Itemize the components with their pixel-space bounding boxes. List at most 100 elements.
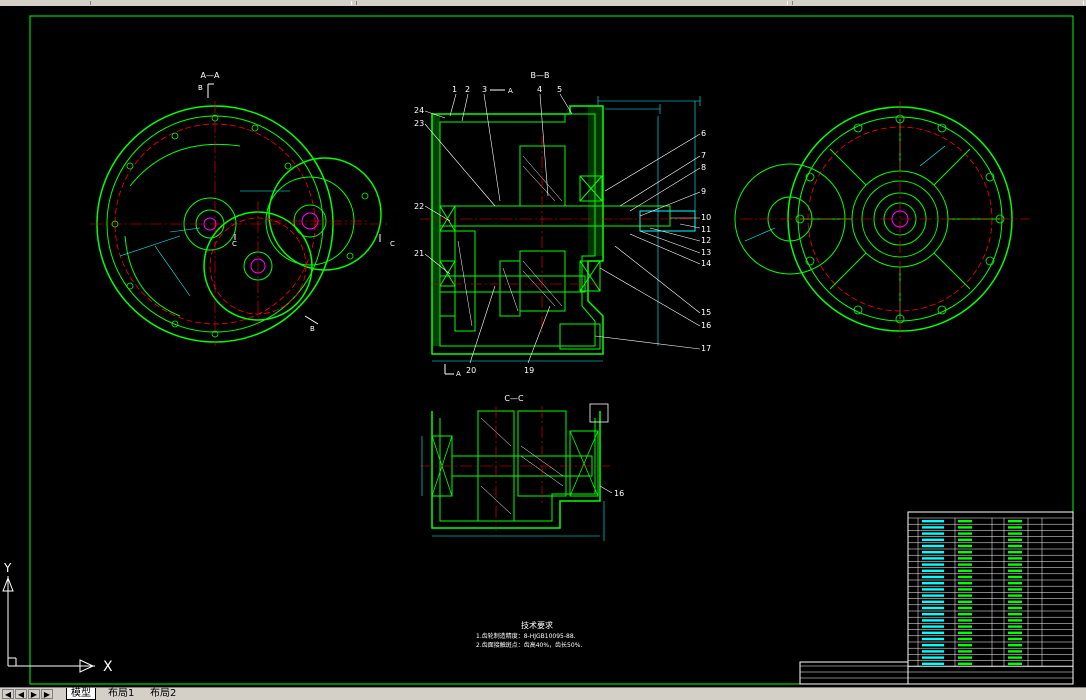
title-block-cell-text [1008, 625, 1022, 628]
title-block-cell-text [1008, 600, 1022, 603]
title-block-cell-text [1008, 532, 1022, 535]
svg-text:22: 22 [414, 202, 424, 211]
svg-text:11: 11 [701, 225, 711, 234]
title-block-cell-text [1008, 656, 1022, 659]
title-block-cell-text [958, 600, 972, 603]
title-block-cell-text [1008, 551, 1022, 554]
title-block-cell-text [1008, 644, 1022, 647]
ucs-x-label: X [103, 659, 113, 675]
section-mark-a-bottom: A [456, 370, 461, 378]
title-block-cell-text [958, 551, 972, 554]
section-mark-c-right: C [390, 240, 395, 248]
title-block-cell-text [958, 650, 972, 653]
top-toolbar-strip [0, 0, 1086, 6]
svg-text:17: 17 [701, 344, 711, 353]
title-block-cell-text [922, 637, 944, 641]
section-mark-b: B [198, 84, 203, 92]
section-view-cc: C—C 16 [420, 394, 624, 541]
section-title-bb: B—B [531, 71, 550, 80]
title-block [799, 511, 1074, 685]
title-block-cell-text [1008, 563, 1022, 566]
svg-text:6: 6 [701, 129, 706, 138]
tab-model[interactable]: 模型 [66, 688, 96, 700]
title-block-cell-text [958, 637, 972, 641]
title-block-cell-text [1008, 588, 1022, 591]
title-block-cell-text [922, 600, 944, 603]
title-block-cell-text [922, 520, 944, 523]
svg-text:1: 1 [452, 85, 457, 94]
svg-text:24: 24 [414, 106, 424, 115]
title-block-cell-text [1008, 582, 1022, 585]
title-block-cell-text [958, 613, 972, 616]
title-block-cell-text [958, 575, 972, 579]
title-block-cell-text [922, 569, 944, 572]
ucs-icon: Y X [2, 561, 113, 675]
title-block-cell-text [922, 532, 944, 535]
svg-text:7: 7 [701, 151, 706, 160]
section-mark-a-top: A [508, 87, 513, 95]
svg-text:4: 4 [537, 85, 542, 94]
tech-requirements: 技术要求 1.齿轮制造精度：8-HJGB10095-88. 2.齿面接触斑点：齿… [476, 620, 582, 649]
title-block-cell-text [922, 575, 944, 579]
toolbar-segment[interactable] [792, 1, 1084, 5]
title-block-cell-text [958, 631, 972, 634]
title-block-cell-text [922, 538, 944, 541]
callout-numbers: 1 2 3 4 5 6 7 8 9 10 11 12 13 14 15 16 1… [414, 85, 711, 375]
title-block-cell-text [922, 526, 944, 529]
title-block-cell-text [922, 588, 944, 591]
title-block-cell-text [958, 662, 972, 665]
svg-text:21: 21 [414, 249, 424, 258]
tech-req-line1: 1.齿轮制造精度：8-HJGB10095-88. [476, 632, 576, 640]
svg-text:5: 5 [557, 85, 562, 94]
title-block-cell-text [958, 520, 972, 523]
section-view-bb: B—B A A [414, 71, 711, 378]
drawing-canvas[interactable]: A—A B C C B [0, 6, 1086, 687]
section-mark-c: C [232, 240, 237, 248]
title-block-cell-text [958, 644, 972, 647]
svg-text:8: 8 [701, 163, 706, 172]
title-block-cell-text [1008, 650, 1022, 653]
svg-text:3: 3 [482, 85, 487, 94]
section-title-aa: A—A [201, 71, 220, 80]
title-block-cell-text [922, 557, 944, 560]
title-block-cell-text [1008, 662, 1022, 665]
title-block-cell-text [922, 544, 944, 548]
title-block-cell-text [1008, 526, 1022, 529]
title-block-cell-text [922, 650, 944, 653]
title-block-cell-text [922, 582, 944, 585]
title-block-cell-text [922, 619, 944, 622]
title-block-cell-text [958, 619, 972, 622]
title-block-cell-text [1008, 594, 1022, 597]
toolbar-segment[interactable] [90, 1, 352, 5]
title-block-cell-text [958, 606, 972, 610]
title-block-cell-text [1008, 606, 1022, 610]
drawing-frame [29, 15, 1074, 685]
title-block-cell-text [922, 625, 944, 628]
svg-text:2: 2 [465, 85, 470, 94]
first-tab-button[interactable]: ◀ [2, 689, 14, 699]
title-block-cell-text [922, 662, 944, 665]
last-tab-button[interactable]: ▶ [41, 689, 53, 699]
title-block-cell-text [958, 557, 972, 560]
section-title-cc: C—C [504, 394, 524, 403]
title-block-cell-text [1008, 575, 1022, 579]
title-block-cell-text [922, 606, 944, 610]
title-block-cell-text [1008, 557, 1022, 560]
title-block-cell-text [1008, 538, 1022, 541]
title-block-cell-text [958, 532, 972, 535]
tech-req-line2: 2.齿面接触斑点：齿高40%，齿长50%. [476, 641, 582, 649]
prev-tab-button[interactable]: ◀ [15, 689, 27, 699]
end-view-right [734, 101, 1030, 341]
title-block-cell-text [958, 526, 972, 529]
title-block-cell-text [958, 656, 972, 659]
svg-text:16: 16 [701, 321, 711, 330]
title-block-cell-text [922, 563, 944, 566]
next-tab-button[interactable]: ▶ [28, 689, 40, 699]
title-block-cell-text [958, 594, 972, 597]
svg-text:10: 10 [701, 213, 711, 222]
tab-layout1[interactable]: 布局1 [108, 688, 135, 699]
toolbar-segment[interactable] [356, 1, 788, 5]
title-block-cell-text [958, 563, 972, 566]
tab-layout2[interactable]: 布局2 [150, 688, 177, 699]
title-block-cell-text [1008, 619, 1022, 622]
